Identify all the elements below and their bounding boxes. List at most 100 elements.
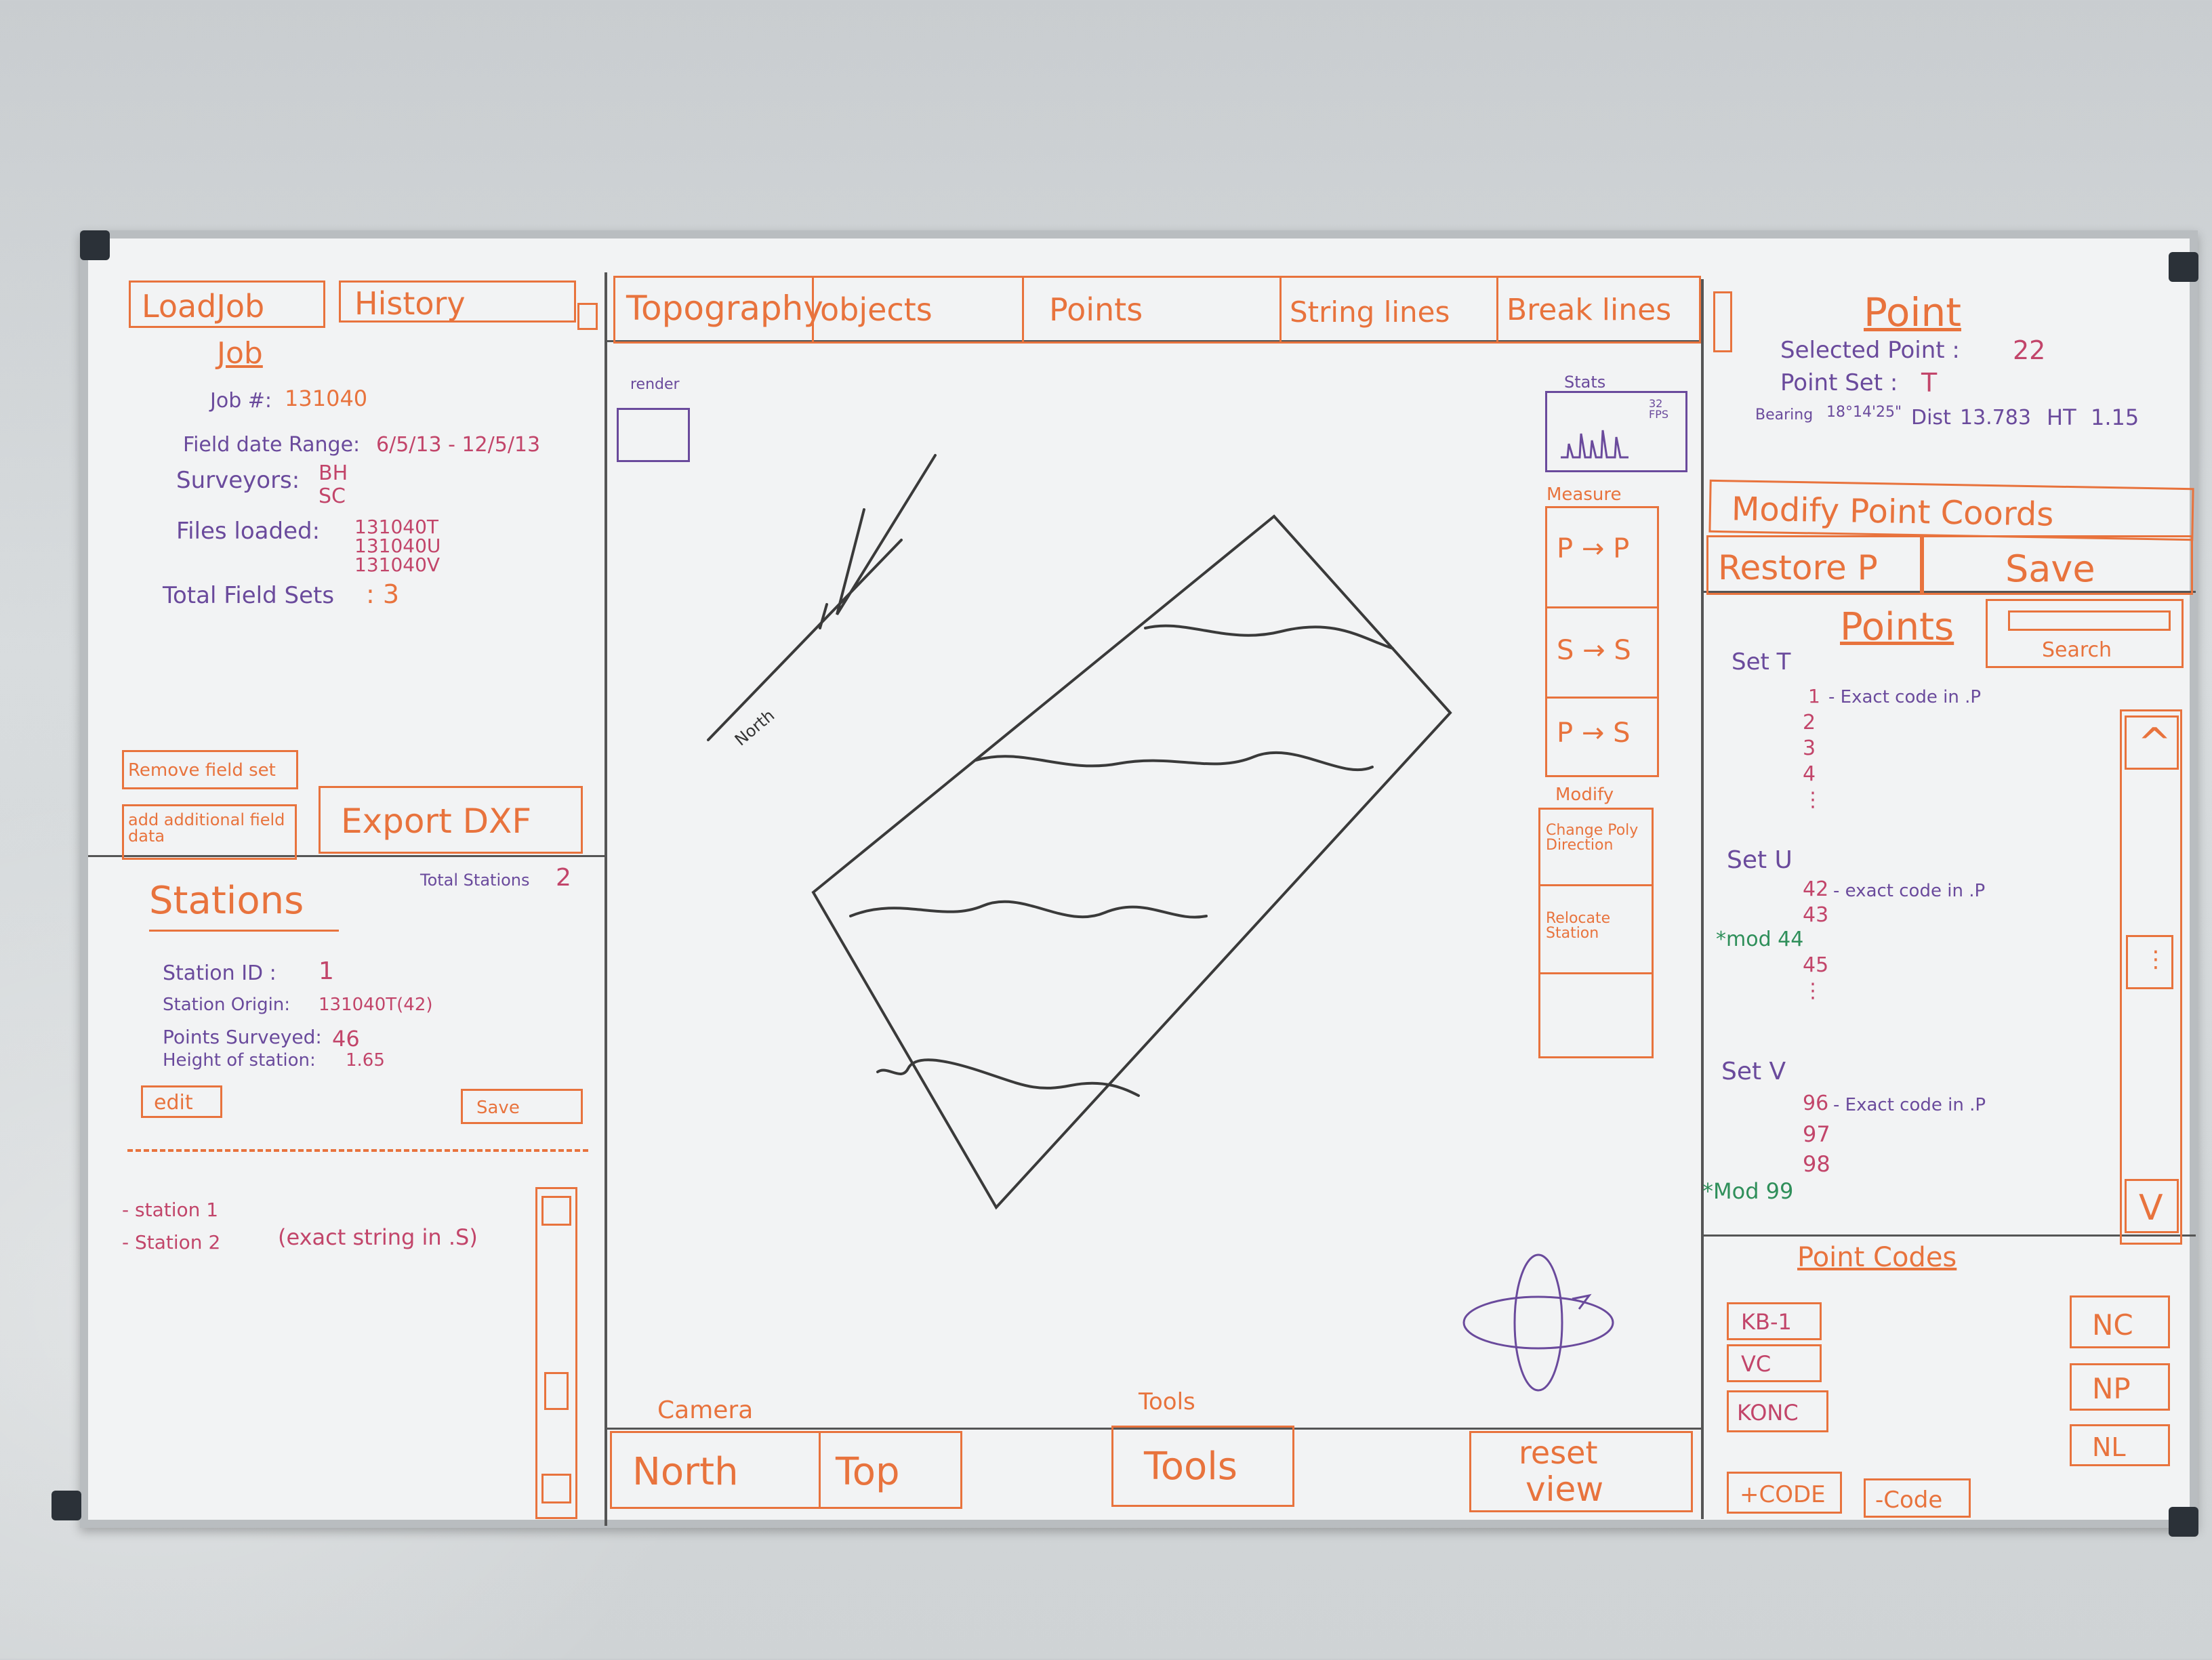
scroll-thumb[interactable]: [544, 1372, 569, 1410]
point-1[interactable]: 1: [1808, 685, 1820, 707]
file-1: 131040T: [354, 516, 438, 538]
scroll-up-arrow[interactable]: [541, 1196, 571, 1226]
station-height-label: Height of station:: [163, 1050, 316, 1071]
render-label: render: [630, 376, 680, 393]
list-ellipsis: ⋮: [1803, 788, 1823, 812]
tab-break-lines[interactable]: Break lines: [1507, 293, 1672, 327]
export-dxf-button[interactable]: Export DXF: [319, 786, 583, 854]
point-98[interactable]: 98: [1803, 1151, 1830, 1177]
bearing-label: Bearing: [1755, 407, 1814, 423]
tools-label: Tools: [1139, 1388, 1195, 1415]
modify-divider: [1540, 884, 1653, 886]
add-code-button[interactable]: +CODE: [1727, 1472, 1842, 1514]
station-edit-button[interactable]: edit: [141, 1085, 222, 1118]
search-button-label[interactable]: Search: [2042, 638, 2112, 662]
station-list-note: (exact string in .S): [278, 1224, 478, 1250]
measure-title: Measure: [1547, 484, 1622, 505]
surveyor-1: BH: [319, 461, 348, 485]
point-44-modified[interactable]: *mod 44: [1716, 928, 1804, 951]
orbit-gizmo: [1462, 1253, 1614, 1392]
render-thumbnail[interactable]: [617, 408, 690, 462]
nc-button[interactable]: NC: [2070, 1295, 2170, 1348]
north-view-button[interactable]: North: [632, 1450, 739, 1494]
relocate-station-button[interactable]: Relocate Station: [1546, 910, 1611, 942]
point-3[interactable]: 3: [1803, 736, 1816, 760]
station-save-button[interactable]: Save: [461, 1089, 583, 1124]
selected-point-value: 22: [2013, 335, 2046, 365]
history-button[interactable]: History: [339, 281, 576, 323]
points-scrollbar[interactable]: ^ ⋮ V: [2120, 709, 2182, 1245]
file-2: 131040U: [354, 535, 441, 557]
point-set-label: Point Set :: [1780, 369, 1898, 396]
point-97[interactable]: 97: [1803, 1121, 1830, 1147]
code-item-kb-1[interactable]: KB-1: [1727, 1302, 1822, 1340]
measure-divider: [1547, 606, 1658, 608]
point-2[interactable]: 2: [1803, 711, 1816, 734]
total-stations-value: 2: [556, 864, 571, 892]
restore-point-button[interactable]: Restore P: [1706, 535, 1922, 595]
modify-point-coords-button[interactable]: Modify Point Coords: [1708, 479, 2194, 541]
stats-label: Stats: [1564, 373, 1606, 392]
stations-title: Stations: [149, 879, 304, 923]
point-43[interactable]: 43: [1803, 903, 1829, 927]
code-item-konc[interactable]: KONC: [1727, 1390, 1828, 1432]
remove-field-set-button[interactable]: Remove field set: [122, 750, 298, 789]
change-poly-direction-button[interactable]: Change Poly Direction: [1546, 822, 1639, 854]
tools-button[interactable]: Tools: [1111, 1426, 1294, 1507]
station-list-item-2[interactable]: - Station 2: [122, 1231, 221, 1253]
measure-p-to-p[interactable]: P → P: [1557, 533, 1630, 564]
board-corner-clip: [80, 230, 110, 260]
point-4[interactable]: 4: [1803, 762, 1816, 786]
station-origin-label: Station Origin:: [163, 995, 291, 1015]
height-label: HT: [2047, 404, 2076, 430]
point-title: Point: [1864, 289, 1962, 335]
point-42[interactable]: 42: [1803, 877, 1829, 901]
modify-divider: [1540, 972, 1653, 974]
points-scroll-thumb[interactable]: ⋮: [2126, 935, 2173, 989]
point-codes-title: Point Codes: [1797, 1242, 1957, 1273]
measure-s-to-s[interactable]: S → S: [1557, 635, 1631, 666]
np-button[interactable]: NP: [2070, 1363, 2170, 1411]
points-search-box[interactable]: Search: [1986, 599, 2184, 668]
point-panel-toggle[interactable]: [1713, 291, 1732, 352]
tab-divider: [1022, 278, 1024, 343]
point-45[interactable]: 45: [1803, 953, 1829, 977]
add-field-data-button[interactable]: add additional field data: [122, 804, 297, 860]
code-item-vc[interactable]: VC: [1727, 1344, 1822, 1382]
surveyors-label: Surveyors:: [176, 467, 300, 494]
stations-title-underline: [149, 930, 339, 932]
nl-button[interactable]: NL: [2070, 1424, 2170, 1466]
top-view-button[interactable]: Top: [836, 1450, 900, 1494]
topography-sketch: [707, 454, 1614, 1392]
north-arrow-line: [707, 539, 903, 741]
station-list-item-1[interactable]: - station 1: [122, 1199, 219, 1221]
tab-topography[interactable]: Topography: [626, 289, 823, 328]
history-dropdown[interactable]: [577, 303, 598, 330]
save-point-button[interactable]: Save: [1922, 535, 2193, 595]
modify-title: Modify: [1555, 785, 1614, 805]
fps-readout: 32 FPS: [1649, 397, 1669, 421]
surveyor-2: SC: [319, 484, 346, 508]
scroll-down-button[interactable]: V: [2125, 1179, 2179, 1233]
scroll-up-button[interactable]: ^: [2125, 715, 2179, 770]
search-input[interactable]: [2008, 610, 2171, 631]
camera-label: Camera: [657, 1396, 754, 1424]
station-id-value: 1: [319, 957, 334, 985]
station-list-scrollbar[interactable]: [535, 1187, 577, 1519]
scroll-down-arrow[interactable]: [541, 1474, 571, 1503]
job-number-label: Job #:: [210, 389, 272, 413]
station-height-value: 1.65: [346, 1050, 385, 1071]
selected-point-label: Selected Point :: [1780, 337, 1960, 364]
measure-p-to-s[interactable]: P → S: [1557, 718, 1631, 749]
point-96[interactable]: 96: [1803, 1092, 1829, 1115]
tab-points[interactable]: Points: [1049, 291, 1143, 328]
tab-string-lines[interactable]: String lines: [1290, 295, 1450, 329]
board-corner-clip: [2169, 252, 2198, 282]
load-job-button[interactable]: LoadJob: [129, 281, 325, 328]
point-99-modified[interactable]: *Mod 99: [1702, 1178, 1794, 1204]
reset-view-button[interactable]: reset view: [1469, 1431, 1693, 1512]
field-date-value: 6/5/13 - 12/5/13: [376, 433, 541, 457]
remove-code-button[interactable]: -Code: [1864, 1478, 1971, 1518]
tab-objects[interactable]: objects: [820, 291, 933, 328]
tab-divider: [1279, 278, 1282, 343]
